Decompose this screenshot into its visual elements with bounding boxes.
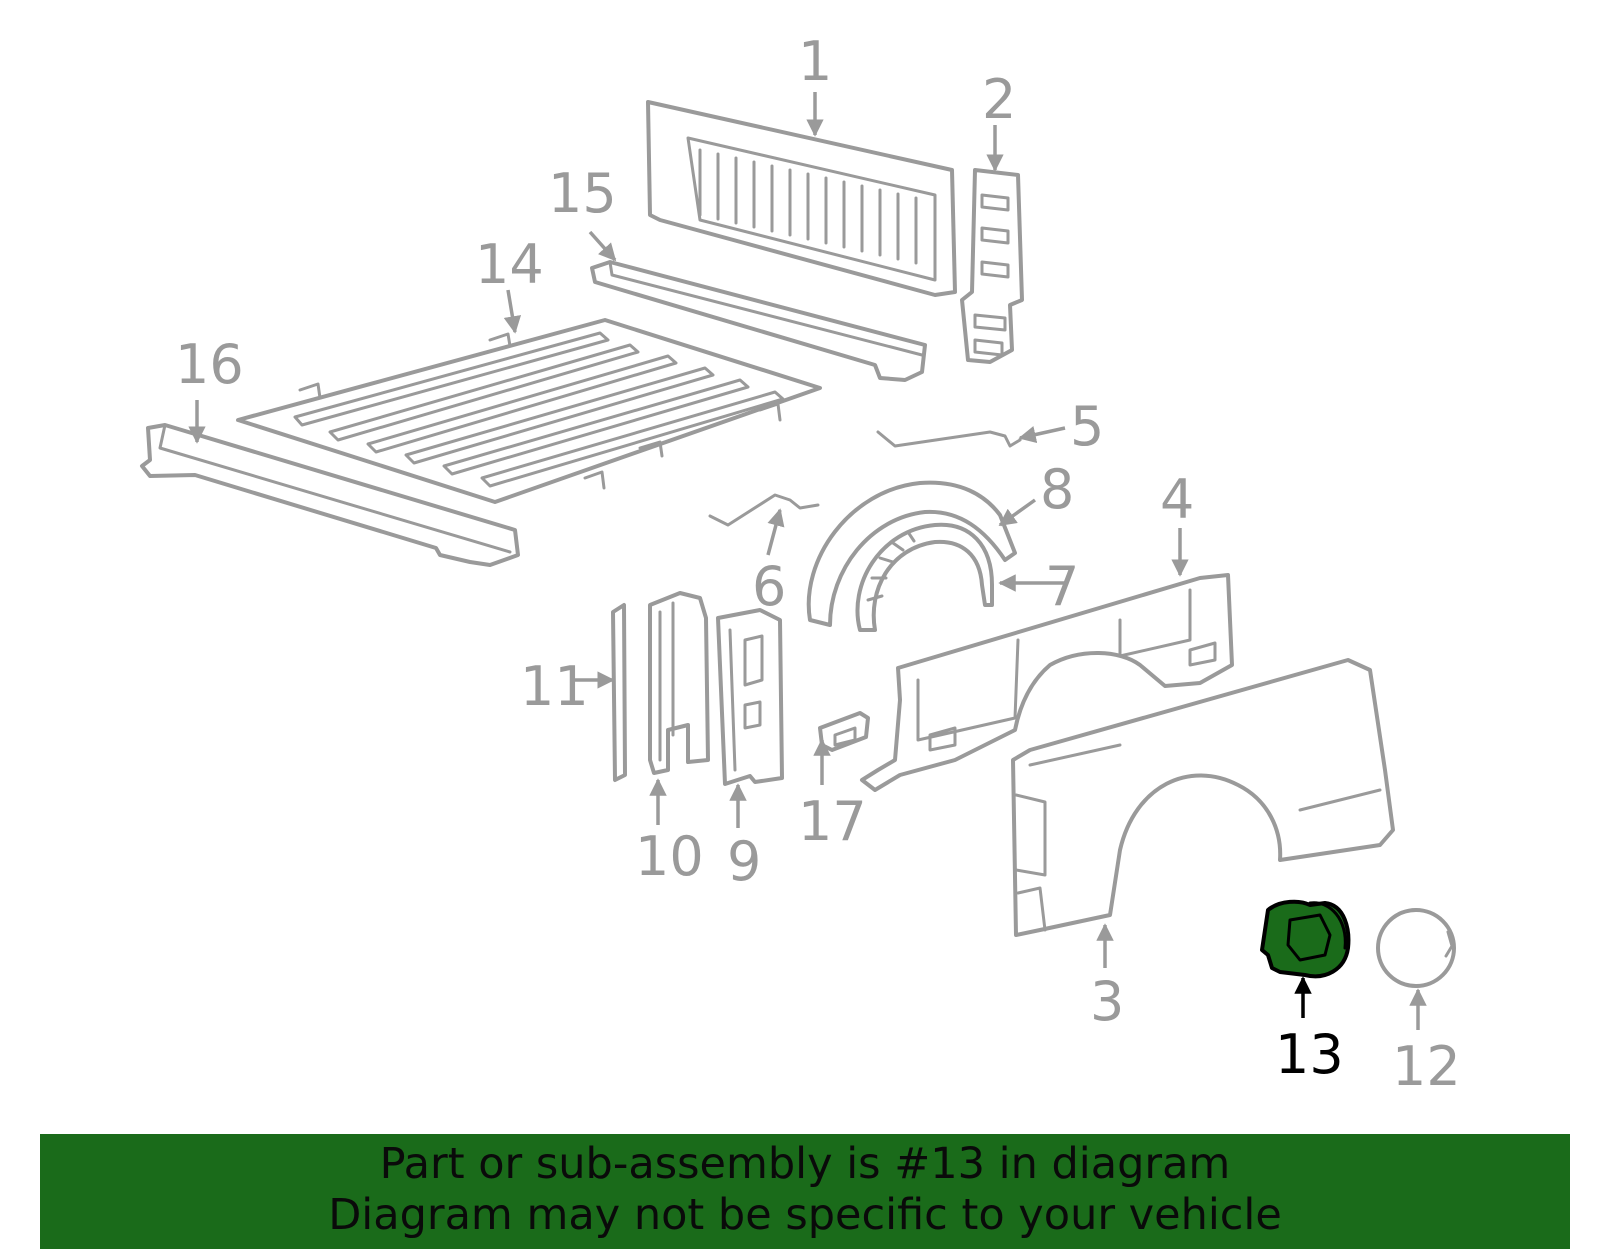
part-11-strip[interactable] [611, 603, 627, 782]
banner-line-1: Part or sub-assembly is #13 in diagram [379, 1139, 1231, 1189]
part-4-inner-side-panel[interactable] [860, 573, 1234, 792]
callout-1: 1 [798, 30, 832, 93]
callout-16: 16 [175, 333, 244, 396]
callout-13: 13 [1275, 1023, 1344, 1086]
part-15-crossmember[interactable] [590, 260, 927, 382]
part-14-floor-pan[interactable] [236, 318, 822, 504]
part-17-plate[interactable] [818, 711, 870, 752]
info-banner: Part or sub-assembly is #13 in diagram D… [40, 1134, 1570, 1249]
part-12-fuel-door[interactable] [1376, 908, 1456, 988]
callout-14: 14 [475, 233, 544, 296]
callout-12: 12 [1392, 1035, 1461, 1098]
callout-5: 5 [1070, 395, 1104, 458]
callout-4: 4 [1160, 468, 1194, 531]
part-9-corner-post[interactable] [716, 608, 784, 786]
callout-17: 17 [798, 790, 867, 853]
part-2-pillar-bracket[interactable] [960, 168, 1024, 364]
part-1-front-panel[interactable] [646, 100, 957, 297]
part-10-corner-post[interactable] [648, 591, 710, 775]
part-8-wheelhouse-outer[interactable] [806, 480, 1017, 627]
callout-8: 8 [1040, 458, 1074, 521]
callout-7: 7 [1045, 555, 1079, 618]
callout-3: 3 [1090, 970, 1124, 1033]
part-16-rear-sill[interactable] [140, 423, 520, 567]
callout-2: 2 [982, 68, 1016, 131]
part-6-bracket[interactable] [708, 493, 820, 527]
leader-arrows [188, 92, 1427, 1030]
part-7-wheelhouse-inner[interactable] [855, 522, 994, 632]
callout-9: 9 [727, 830, 761, 893]
callout-6: 6 [752, 555, 786, 618]
callout-10: 10 [635, 825, 704, 888]
part-13-fuel-door-housing[interactable] [1260, 899, 1351, 979]
callout-11: 11 [520, 655, 589, 718]
callout-15: 15 [548, 162, 617, 225]
callout-labels: 1 2 3 4 5 6 7 8 9 10 11 12 13 14 15 16 1… [175, 30, 1461, 1098]
part-5-bracket[interactable] [876, 430, 1022, 448]
banner-line-2: Diagram may not be specific to your vehi… [328, 1190, 1282, 1240]
part-3-outer-side-panel[interactable] [1011, 658, 1395, 937]
